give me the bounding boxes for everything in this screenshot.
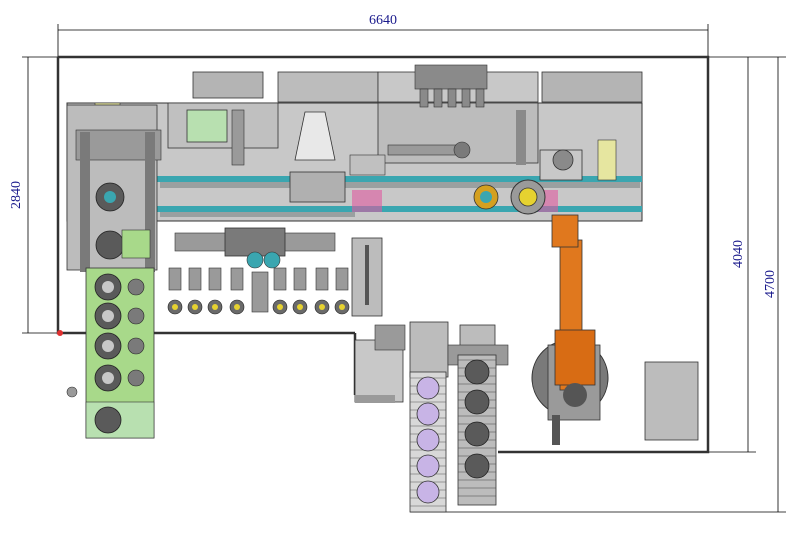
tray-roller: [94, 273, 145, 301]
tool-holder: [334, 267, 350, 315]
rail-teal: [67, 176, 642, 182]
side-fixture: [66, 386, 78, 398]
dimension-right-inner-height: 4040: [731, 240, 746, 268]
dimension-right-outer-height: 4700: [763, 270, 778, 298]
tray-roller: [94, 332, 145, 360]
dimension-top-width: 6640: [369, 13, 397, 28]
rail-magenta: [352, 190, 382, 212]
left-feed-tower: [66, 104, 162, 272]
tool-holder-row: [167, 267, 350, 315]
tool-holder: [272, 267, 288, 315]
robot-arm-icon: [531, 214, 609, 445]
tool-holder: [207, 267, 223, 315]
main-machine-table: [66, 71, 643, 222]
dimension-lines: [22, 24, 786, 513]
lower-machine: [174, 227, 383, 317]
tray-roller: [94, 364, 145, 392]
tool-holder: [187, 267, 203, 315]
purple-roller-conveyor: [409, 371, 447, 513]
tray-roller: [94, 302, 145, 330]
corner-marker: [57, 330, 63, 336]
tool-holder: [167, 267, 183, 315]
tool-magazine-top: [414, 64, 488, 108]
dark-roller-conveyor: [457, 354, 497, 506]
dimension-left-height: 2840: [9, 181, 24, 209]
tool-holder: [229, 267, 245, 315]
tool-holder: [292, 267, 308, 315]
left-tray-conveyor: [85, 267, 155, 439]
control-cabinet: [644, 361, 699, 441]
green-pad: [186, 109, 228, 143]
tool-holder: [314, 267, 330, 315]
